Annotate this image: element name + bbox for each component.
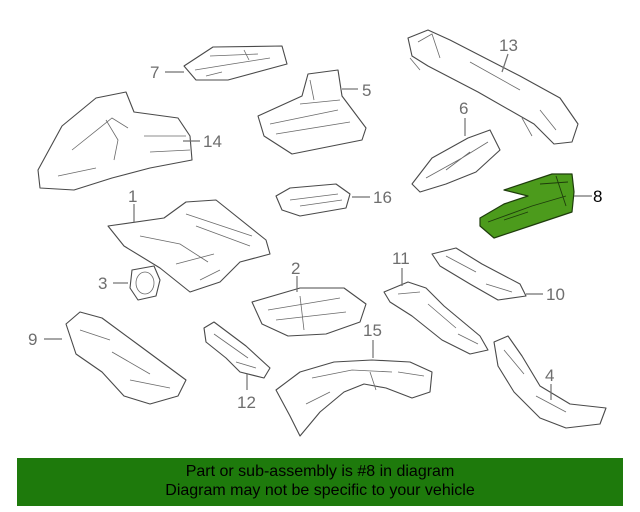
callout-11: 11 (392, 249, 410, 268)
part-6-drawing (411, 129, 501, 193)
part-8-drawing (479, 173, 575, 239)
callout-12: 12 (237, 393, 256, 412)
part-12-drawing (203, 321, 271, 379)
callout-8: 8 (593, 187, 602, 206)
part-3-drawing (129, 265, 161, 301)
part-9-drawing (65, 311, 187, 405)
leader-13 (501, 53, 509, 73)
info-banner: Part or sub-assembly is #8 in diagram Di… (17, 458, 623, 506)
part-2-drawing (251, 287, 367, 337)
callout-4: 4 (545, 366, 554, 385)
part-10-drawing (431, 247, 527, 301)
parts-diagram: 7 13 5 14 6 8 16 1 (28, 29, 607, 437)
part-15-drawing (275, 359, 433, 437)
callout-14: 14 (203, 132, 222, 151)
part-7-drawing (183, 45, 288, 81)
callout-15: 15 (363, 321, 382, 340)
part-13-drawing (407, 29, 579, 145)
part-4-drawing (493, 335, 607, 429)
part-14-drawing (37, 91, 193, 191)
callout-6: 6 (459, 99, 468, 118)
callout-2: 2 (291, 259, 300, 278)
part-5-drawing (257, 69, 367, 155)
banner-line-1: Part or sub-assembly is #8 in diagram (185, 463, 455, 480)
callout-3: 3 (98, 274, 107, 293)
part-16-drawing (275, 183, 351, 217)
part-11-drawing (383, 281, 489, 355)
banner-line-2: Diagram may not be specific to your vehi… (165, 482, 475, 499)
callout-5: 5 (362, 81, 371, 100)
callout-16: 16 (373, 188, 392, 207)
part-1-drawing (107, 199, 271, 293)
callout-13: 13 (499, 36, 518, 55)
callout-7: 7 (150, 63, 159, 82)
callout-10: 10 (546, 285, 565, 304)
callout-9: 9 (28, 330, 37, 349)
callout-1: 1 (128, 187, 137, 206)
